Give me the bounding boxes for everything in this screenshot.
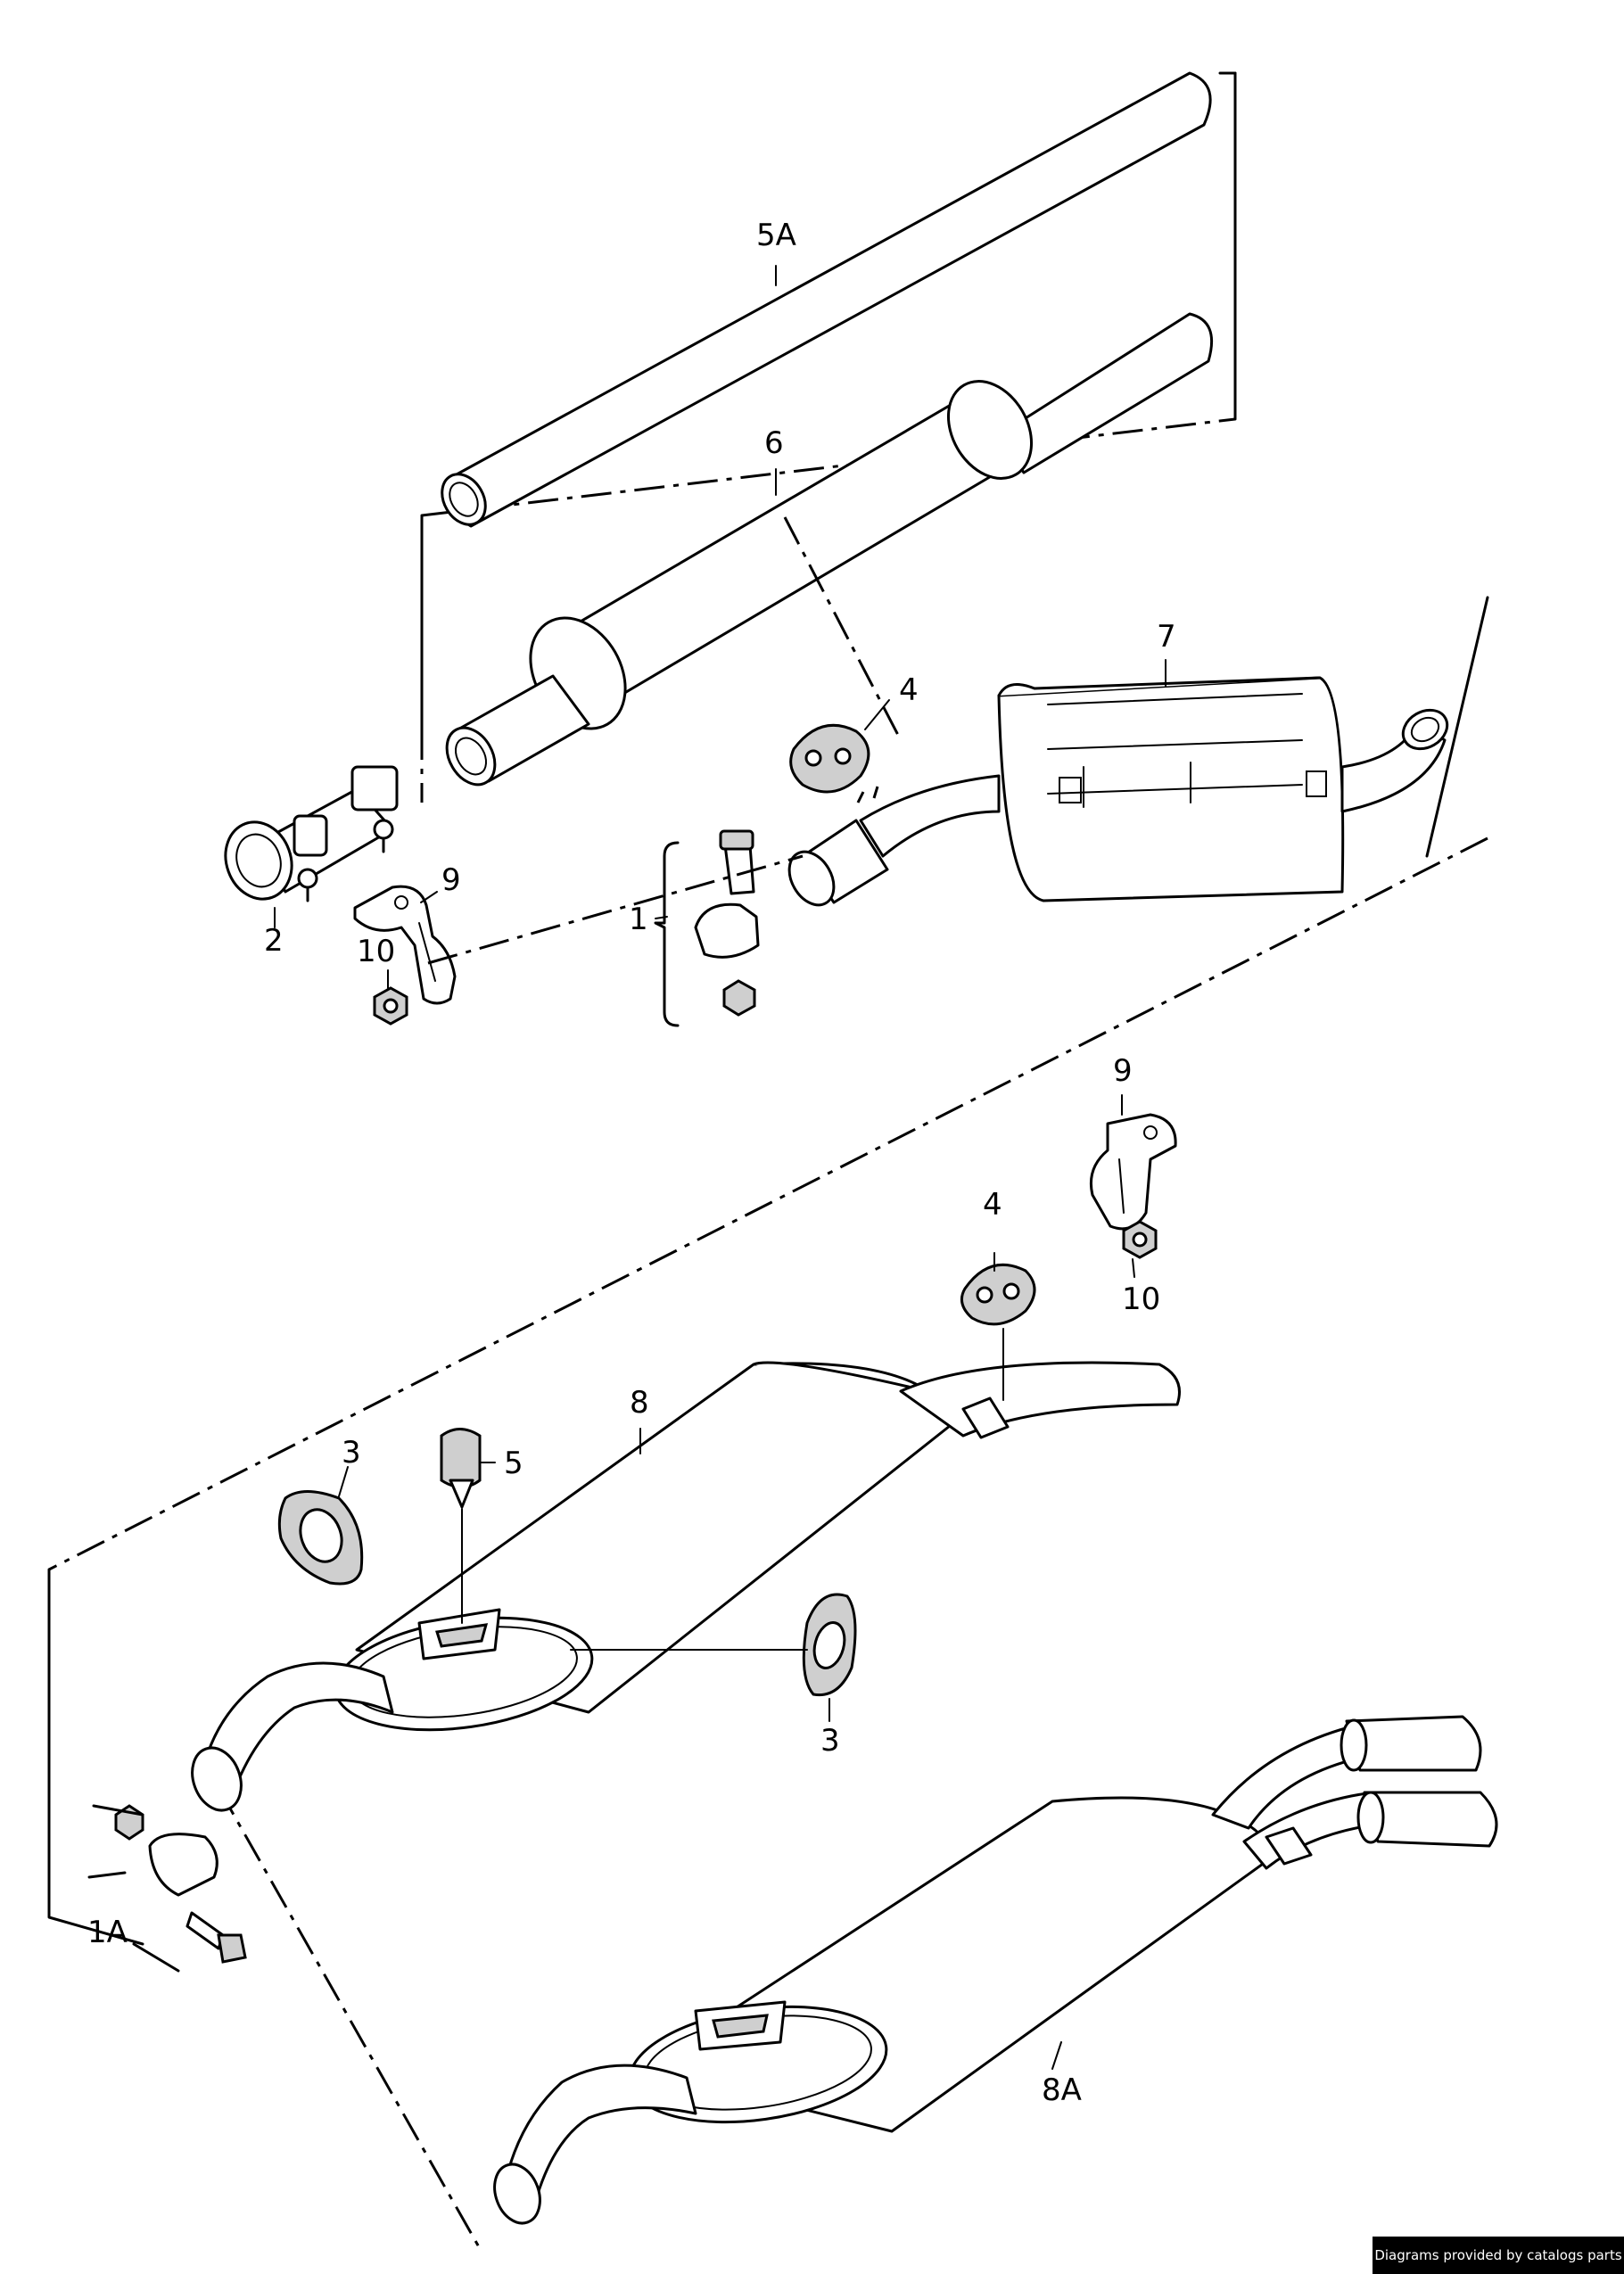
- label-9-lower: 9: [1113, 1053, 1133, 1089]
- gasket-3-lower: [802, 1593, 857, 1697]
- label-2: 2: [264, 923, 284, 959]
- label-4-lower: 4: [983, 1187, 1002, 1223]
- clamp-2: [224, 765, 399, 902]
- clamp-kit-1A: [87, 1804, 247, 1973]
- label-3-lower: 3: [820, 1723, 840, 1759]
- rubber-mount-4-upper: [789, 723, 870, 794]
- credit-badge: Diagrams provided by catalogs parts: [1373, 2237, 1624, 2274]
- label-10-upper: 10: [357, 934, 395, 969]
- bracket-9-lower: [1089, 1113, 1177, 1231]
- bracket-9-upper: [353, 885, 457, 1005]
- label-6: 6: [764, 425, 784, 461]
- gasket-3-upper: [277, 1490, 364, 1586]
- label-7: 7: [1157, 619, 1176, 655]
- muffler-7: [787, 676, 1449, 907]
- part-labels: 5A 6 7 4 9 10 2 1 9 4 10 8 3 5 3 1A 8A: [87, 218, 1176, 2108]
- plug-5: [440, 1428, 482, 1509]
- label-9-upper: 9: [441, 862, 461, 898]
- nut-10-lower: [1122, 1220, 1158, 1259]
- label-5A: 5A: [756, 218, 796, 253]
- label-3-upper: 3: [342, 1435, 361, 1471]
- pipe-5A: [441, 71, 1212, 528]
- rear-silencer-8: [191, 1361, 1181, 1812]
- label-10-lower: 10: [1122, 1281, 1160, 1317]
- centerlines: [420, 515, 903, 965]
- label-1A: 1A: [87, 1915, 128, 1950]
- leaders-upper: [274, 265, 1166, 989]
- rubber-mount-4-lower: [960, 1263, 1036, 1326]
- clamp-kit-1: [654, 829, 760, 1027]
- nut-10-upper: [373, 986, 408, 1026]
- pipe-6: [445, 312, 1213, 787]
- label-8: 8: [630, 1385, 649, 1421]
- label-5: 5: [504, 1446, 523, 1481]
- label-8A: 8A: [1042, 2072, 1082, 2108]
- label-1: 1: [629, 902, 648, 937]
- rear-silencer-8A: [493, 1715, 1498, 2225]
- label-4-upper: 4: [899, 672, 919, 708]
- leaders-lower: [338, 1094, 1135, 2070]
- lower-group-bracket: [47, 596, 1489, 2253]
